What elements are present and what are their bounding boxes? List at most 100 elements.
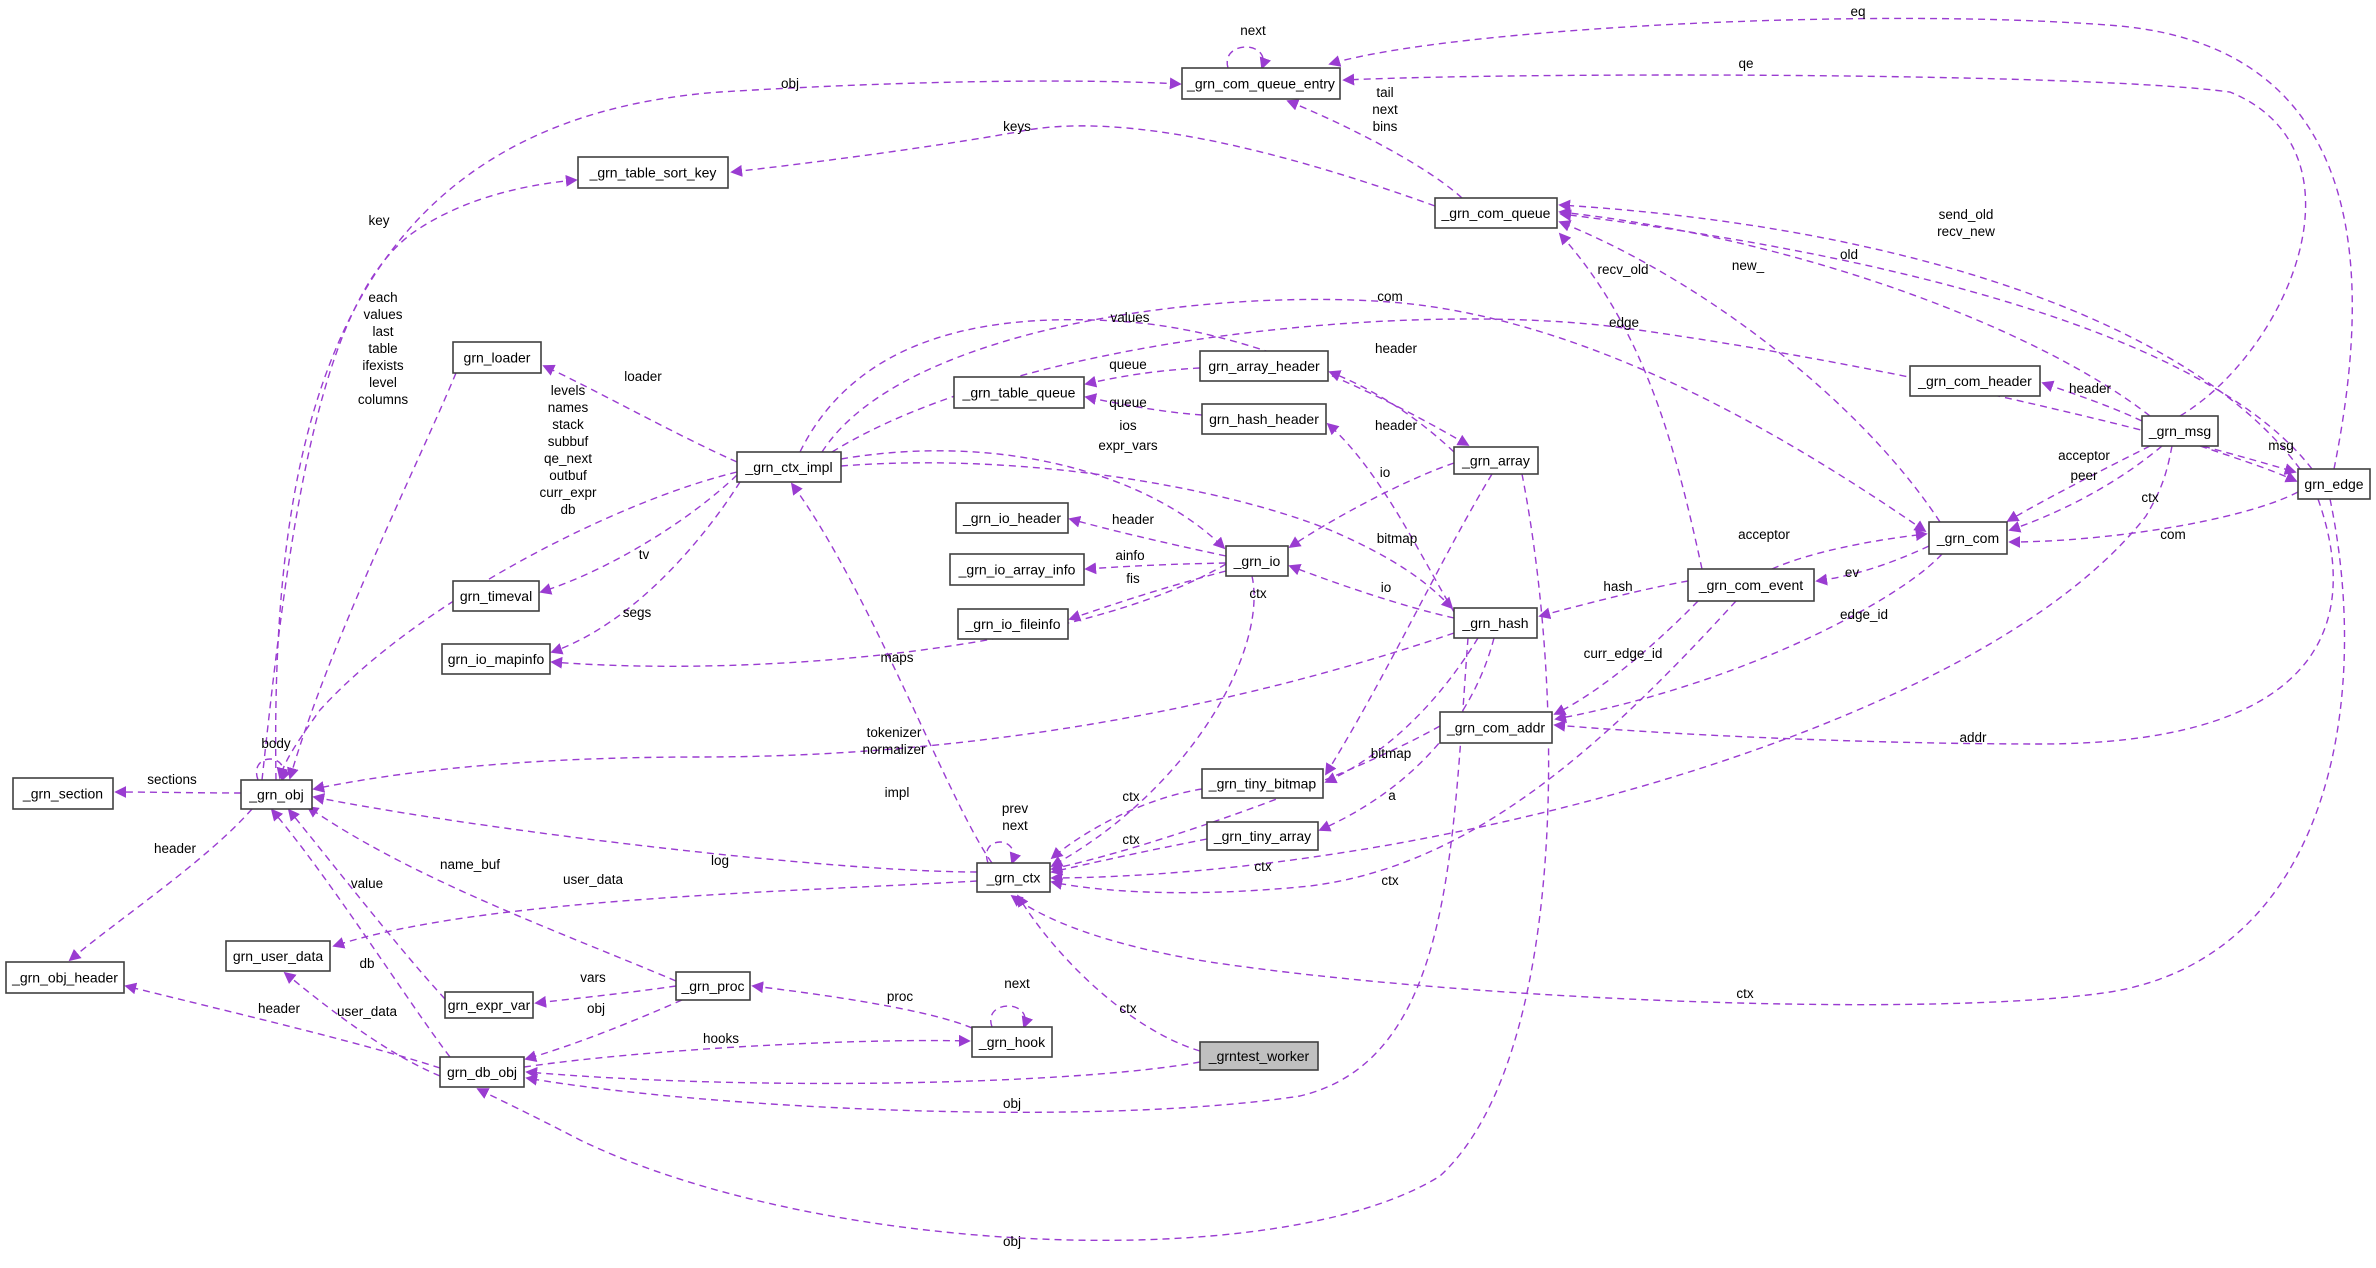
- edge-label: fis: [1126, 571, 1140, 586]
- edge-label: acceptor: [2058, 448, 2110, 463]
- edge-label: addr: [1959, 730, 1987, 745]
- node-_grn_table_sort_key[interactable]: _grn_table_sort_key: [577, 156, 729, 189]
- node-_grn_hash[interactable]: _grn_hash: [1453, 607, 1538, 639]
- node-label-_grn_proc: _grn_proc: [680, 978, 744, 994]
- edge-_grn_com_event-to-_grn_hash: [1538, 580, 1689, 620]
- node-box-_grn_array[interactable]: [1453, 446, 1539, 475]
- node-box-_grn_io_fileinfo[interactable]: [957, 608, 1069, 640]
- node-grn_edge[interactable]: grn_edge: [2297, 468, 2371, 500]
- node-_grn_io_header[interactable]: _grn_io_header: [955, 502, 1069, 534]
- node-box-_grn_com[interactable]: [1928, 521, 2008, 555]
- node-box-_grn_table_sort_key[interactable]: [577, 156, 729, 189]
- node-box-grn_array_header[interactable]: [1199, 350, 1329, 382]
- node-_grn_io[interactable]: _grn_io: [1225, 545, 1289, 577]
- edge-grn_edge-to-_grn_com: [2008, 491, 2299, 548]
- edge-_grn_msg-to-_grn_com_header: [2041, 380, 2143, 422]
- node-box-_grn_com_addr[interactable]: [1439, 711, 1553, 744]
- node-box-grn_timeval[interactable]: [452, 580, 540, 612]
- edge-_grn_obj-to-_grn_obj: [255, 758, 291, 782]
- node-_grn_com_queue[interactable]: _grn_com_queue: [1434, 197, 1558, 229]
- edge-label: com: [2160, 527, 2186, 542]
- edge-label: bitmap: [1377, 531, 1418, 546]
- node-box-_grn_com_queue[interactable]: [1434, 197, 1558, 229]
- edge-_grn_hash-to-_grn_tiny_array: [1318, 637, 1495, 832]
- node-box-grn_user_data[interactable]: [225, 940, 331, 972]
- node-_grn_proc[interactable]: _grn_proc: [675, 971, 751, 1001]
- node-box-_grn_proc[interactable]: [675, 971, 751, 1001]
- node-_grn_com_event[interactable]: _grn_com_event: [1687, 568, 1815, 602]
- node-_grn_ctx[interactable]: _grn_ctx: [976, 862, 1051, 893]
- edge-label: msg: [2268, 438, 2294, 453]
- node-grn_timeval[interactable]: grn_timeval: [452, 580, 540, 612]
- node-_grn_array[interactable]: _grn_array: [1453, 446, 1539, 475]
- node-_grn_com_header[interactable]: _grn_com_header: [1909, 365, 2041, 397]
- node-_grn_com_addr[interactable]: _grn_com_addr: [1439, 711, 1553, 744]
- node-box-_grn_obj[interactable]: [240, 779, 313, 810]
- node-grn_expr_var[interactable]: grn_expr_var: [444, 991, 534, 1019]
- node-box-_grn_com_header[interactable]: [1909, 365, 2041, 397]
- edge-_grn_ctx_impl-to-_grn_hash: [840, 462, 1454, 610]
- node-grn_db_obj[interactable]: grn_db_obj: [439, 1056, 525, 1088]
- edge-label: queue: [1109, 357, 1147, 372]
- node-box-grn_db_obj[interactable]: [439, 1056, 525, 1088]
- node-_grn_io_fileinfo[interactable]: _grn_io_fileinfo: [957, 608, 1069, 640]
- node-box-_grn_tiny_array[interactable]: [1206, 821, 1319, 851]
- node-_grn_msg[interactable]: _grn_msg: [2141, 415, 2219, 447]
- node-_grn_com_queue_entry[interactable]: _grn_com_queue_entry: [1181, 67, 1341, 100]
- node-label-grn_hash_header: grn_hash_header: [1209, 411, 1319, 427]
- edge-grn_db_obj-to-_grn_obj: [270, 808, 451, 1058]
- edge-label: io: [1380, 465, 1391, 480]
- node-box-grn_loader[interactable]: [452, 341, 542, 374]
- node-box-_grn_hook[interactable]: [971, 1026, 1053, 1058]
- node-box-_grn_hash[interactable]: [1453, 607, 1538, 639]
- node-box-grn_edge[interactable]: [2297, 468, 2371, 500]
- node-box-_grn_ctx[interactable]: [976, 862, 1051, 893]
- node-_grn_obj_header[interactable]: _grn_obj_header: [5, 961, 125, 994]
- node-_grn_hook[interactable]: _grn_hook: [971, 1026, 1053, 1058]
- node-_grn_io_array_info[interactable]: _grn_io_array_info: [949, 553, 1085, 586]
- node-box-_grn_ctx_impl[interactable]: [736, 451, 842, 483]
- node-box-grn_expr_var[interactable]: [444, 991, 534, 1019]
- node-box-_grn_obj_header[interactable]: [5, 961, 125, 994]
- node-label-_grn_tiny_bitmap: _grn_tiny_bitmap: [1208, 776, 1317, 792]
- node-box-_grn_tiny_bitmap[interactable]: [1201, 768, 1324, 799]
- node-box-_grn_table_queue[interactable]: [953, 376, 1085, 409]
- edge-label: header: [1112, 512, 1155, 527]
- edge-_grn_com_addr-to-_grn_ctx: [1050, 725, 1441, 873]
- edge-grn_loader-to-_grn_obj: [287, 372, 457, 780]
- node-grn_loader[interactable]: grn_loader: [452, 341, 542, 374]
- node-box-_grn_com_event[interactable]: [1687, 568, 1815, 602]
- node-_grn_table_queue[interactable]: _grn_table_queue: [953, 376, 1085, 409]
- node-box-_grn_com_queue_entry[interactable]: [1181, 67, 1341, 100]
- node-box-_grn_io_header[interactable]: [955, 502, 1069, 534]
- node-_grn_ctx_impl[interactable]: _grn_ctx_impl: [736, 451, 842, 483]
- node-label-grn_user_data: grn_user_data: [233, 948, 324, 964]
- node-label-_grn_obj_header: _grn_obj_header: [11, 970, 118, 986]
- edge-_grn_msg-to-_grn_com_queue: [1558, 207, 2151, 417]
- node-_grn_section[interactable]: _grn_section: [12, 777, 114, 810]
- node-grn_user_data[interactable]: grn_user_data: [225, 940, 331, 972]
- node-box-_grn_io[interactable]: [1225, 545, 1289, 577]
- node-_grn_com[interactable]: _grn_com: [1928, 521, 2008, 555]
- edge-_grn_com_event-to-_grn_com_queue: [1558, 232, 1703, 570]
- node-grn_hash_header[interactable]: grn_hash_header: [1201, 403, 1327, 435]
- nodes-layer: _grn_com_queue_entry _grn_table_sort_keyg…: [5, 67, 2371, 1088]
- node-_grn_obj[interactable]: _grn_obj: [240, 779, 313, 810]
- node-box-_grn_io_array_info[interactable]: [949, 553, 1085, 586]
- edge-label: ctx: [1249, 586, 1267, 601]
- node-grn_array_header[interactable]: grn_array_header: [1199, 350, 1329, 382]
- edge-label: header: [1375, 418, 1418, 433]
- node-box-grn_hash_header[interactable]: [1201, 403, 1327, 435]
- edge-label: log: [711, 853, 729, 868]
- node-_grn_tiny_bitmap[interactable]: _grn_tiny_bitmap: [1201, 768, 1324, 799]
- edge-_grn_tiny_array-to-_grn_ctx: [1050, 838, 1208, 876]
- node-grn_io_mapinfo[interactable]: grn_io_mapinfo: [441, 643, 551, 675]
- node-_grn_tiny_array[interactable]: _grn_tiny_array: [1206, 821, 1319, 851]
- node-box-grn_io_mapinfo[interactable]: [441, 643, 551, 675]
- node-box-_grn_section[interactable]: [12, 777, 114, 810]
- edge-_grn_ctx_impl-to-grn_timeval: [539, 474, 738, 595]
- node-box-_grn_msg[interactable]: [2141, 415, 2219, 447]
